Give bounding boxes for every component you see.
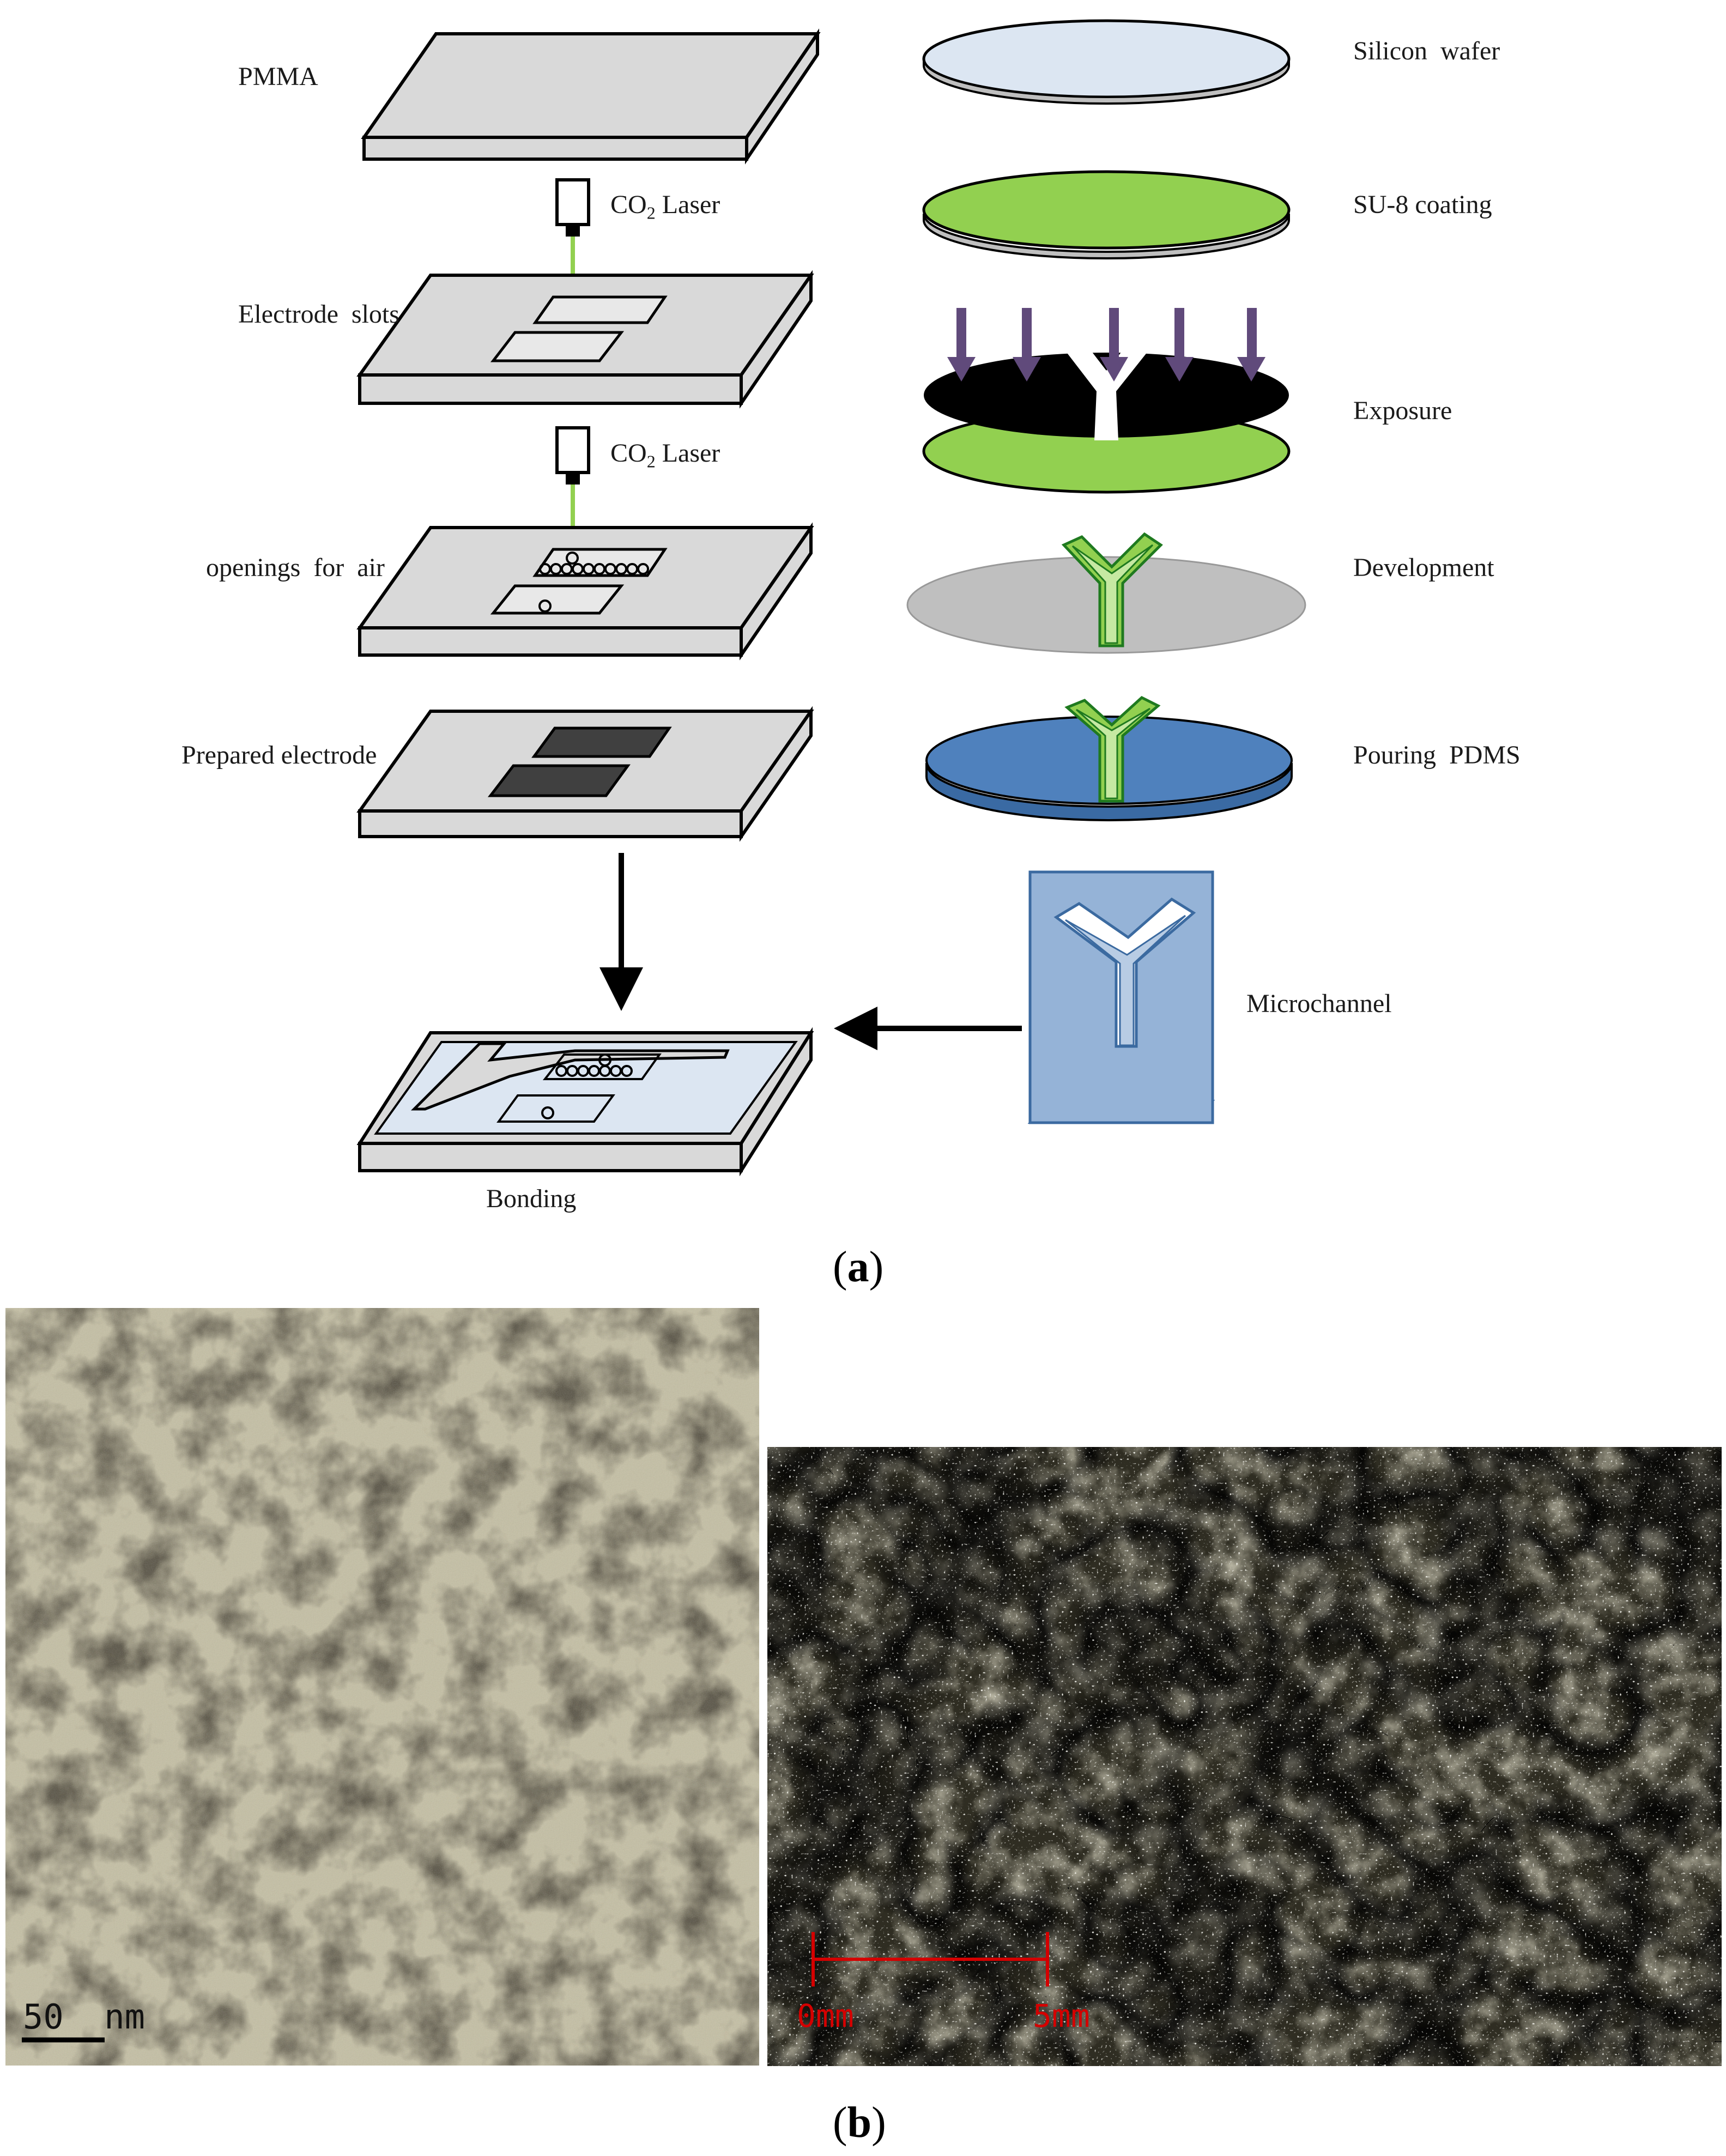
panel-a-close: )	[869, 1243, 884, 1291]
uv-arrows	[947, 308, 1265, 381]
su8-coated-wafer	[922, 170, 1291, 259]
label-exposure: Exposure	[1353, 396, 1452, 425]
label-pmma: PMMA	[238, 62, 318, 91]
optical-scale-bar	[811, 1932, 1049, 1987]
panel-a-letter: a	[847, 1243, 869, 1291]
laser1-tail: Laser	[655, 190, 720, 219]
panel-b-caption: (b)	[833, 2101, 886, 2145]
label-co2-laser-1: CO2 Laser	[610, 192, 720, 222]
prepared-electrode-plate	[356, 706, 814, 842]
panel-a-open: (	[833, 1243, 847, 1291]
silicon-wafer	[922, 19, 1291, 105]
label-bonding: Bonding	[486, 1184, 577, 1213]
optical-micrograph	[767, 1447, 1722, 2066]
label-microchannel: Microchannel	[1246, 989, 1392, 1018]
openings-plate	[356, 522, 814, 661]
pdms-wafer	[925, 695, 1293, 821]
optical-scale-start-label: 0mm	[797, 1997, 854, 2034]
label-pouring-pdms: Pouring PDMS	[1353, 741, 1521, 770]
laser1-text: CO	[610, 190, 647, 219]
label-su8-coating: SU-8 coating	[1353, 190, 1492, 219]
panel-b-letter: b	[847, 2099, 872, 2147]
electrode-slots-plate	[356, 270, 814, 409]
tem-scale-label: 50 nm	[23, 1997, 145, 2037]
co2-laser-head-2	[555, 426, 590, 561]
bonding-plate	[356, 1027, 814, 1177]
label-openings-for-air: openings for air	[206, 553, 385, 582]
optical-scale-end-label: 5mm	[1033, 1997, 1090, 2034]
exposure-step	[922, 308, 1291, 494]
laser1-subscript: 2	[646, 203, 656, 223]
panel-b-open: (	[833, 2099, 847, 2147]
label-silicon-wafer: Silicon wafer	[1353, 37, 1500, 65]
label-electrode-slots: Electrode slots	[238, 300, 399, 329]
tem-micrograph	[5, 1308, 759, 2066]
pmma-plate	[361, 28, 821, 165]
laser2-text: CO	[610, 439, 647, 468]
microchannel-block	[1027, 870, 1215, 1124]
panel-b-close: )	[871, 2099, 886, 2147]
panel-a-caption: (a)	[833, 1245, 883, 1289]
label-development: Development	[1353, 553, 1494, 582]
development-wafer	[906, 532, 1306, 654]
laser2-tail: Laser	[655, 439, 720, 468]
laser2-subscript: 2	[646, 451, 656, 471]
label-prepared-electrode: Prepared electrode	[181, 741, 377, 770]
label-co2-laser-2: CO2 Laser	[610, 440, 720, 470]
